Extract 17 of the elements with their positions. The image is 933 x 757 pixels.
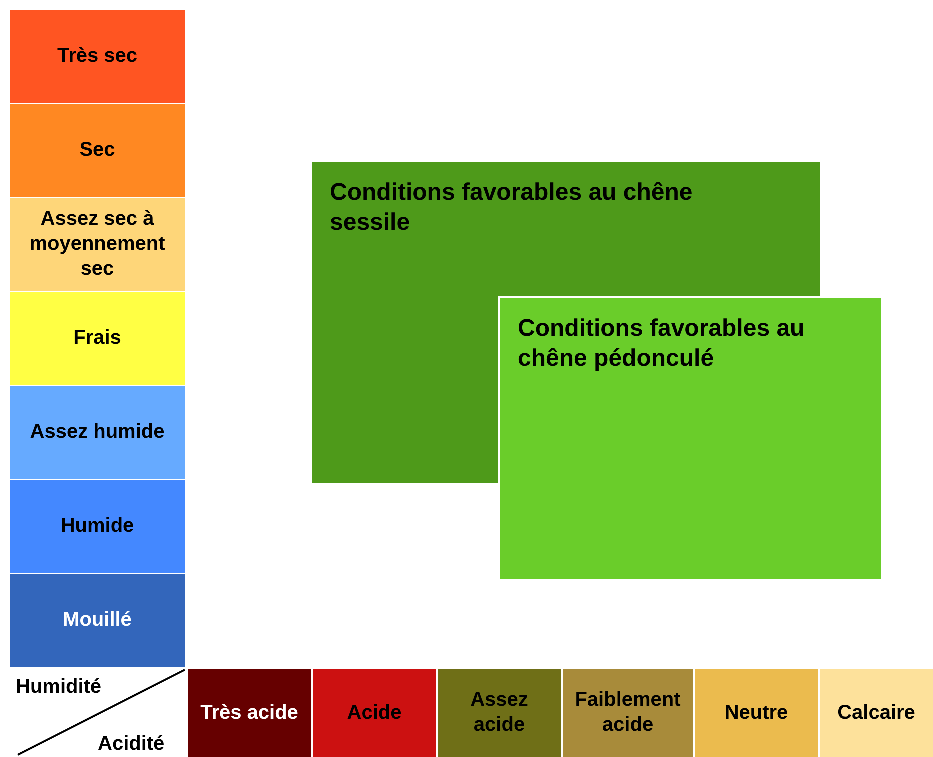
axis-label: Acidité <box>98 733 165 756</box>
acidity-cell: Assez acide <box>438 669 561 757</box>
acidity-cell: Faiblement acide <box>563 669 693 757</box>
acidity-cell: Acide <box>313 669 436 757</box>
acidity-cell: Très acide <box>188 669 311 757</box>
humidity-cell: Sec <box>10 104 185 197</box>
humidity-cell: Mouillé <box>10 574 185 667</box>
condition-zone: Conditions favorables au chêne sessile <box>312 162 820 296</box>
acidity-cell: Calcaire <box>820 669 933 757</box>
humidity-cell: Très sec <box>10 10 185 103</box>
condition-zone: Conditions favorables au chêne pédonculé <box>498 296 883 581</box>
axis-label: Humidité <box>16 676 102 699</box>
humidity-cell: Frais <box>10 292 185 385</box>
humidity-cell: Assez humide <box>10 386 185 479</box>
humidity-cell: Humide <box>10 480 185 573</box>
humidity-cell: Assez sec à moyennement sec <box>10 198 185 291</box>
acidity-cell: Neutre <box>695 669 818 757</box>
